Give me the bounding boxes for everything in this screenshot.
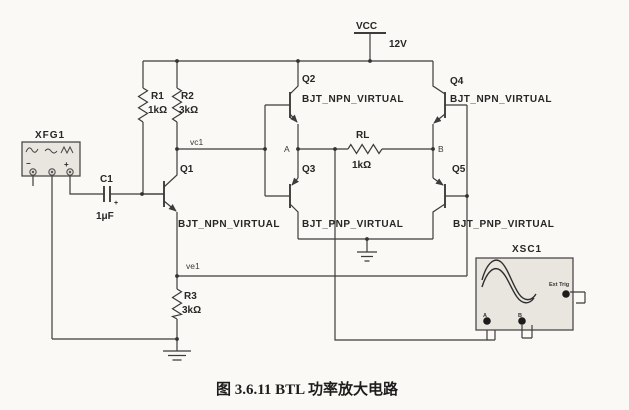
r3-zigzag-icon — [170, 288, 184, 320]
scope-trace-b — [481, 268, 535, 304]
net-label-ve1: ve1 — [186, 261, 200, 271]
q2-emitter-arrow-icon — [289, 113, 298, 123]
square-wave-icon — [44, 148, 58, 154]
net-label-vc1: vc1 — [190, 137, 204, 147]
q5-ref: Q5 — [452, 164, 466, 175]
xsc1-ext-trig-terminal — [562, 290, 570, 298]
junction-dot — [296, 59, 300, 63]
q2-collector — [289, 61, 299, 95]
r1-zigzag-icon — [137, 87, 149, 123]
figure-caption: 图 3.6.11 BTL 功率放大电路 — [216, 380, 399, 398]
r2-zigzag-icon — [171, 87, 183, 123]
q1-collector — [163, 149, 178, 188]
xsc1-ref: XSC1 — [512, 244, 542, 255]
q2-model: BJT_NPN_VIRTUAL — [302, 94, 404, 105]
xsc1-channel-a-terminal — [483, 317, 491, 325]
junction-dot — [465, 194, 469, 198]
xfg1-plus-mark: + — [64, 160, 69, 169]
transistor-q3: Q3 BJT_PNP_VIRTUAL — [265, 149, 403, 239]
resistor-r1: R1 1kΩ — [137, 61, 167, 194]
q4-collector — [432, 61, 446, 95]
q1-emitter-arrow-icon — [163, 200, 177, 212]
xsc1-channel-b-terminal — [518, 317, 526, 325]
q4-model: BJT_NPN_VIRTUAL — [450, 94, 552, 105]
junction-dot — [333, 147, 337, 151]
rl-value: 1kΩ — [352, 160, 371, 171]
net-label-a: A — [284, 144, 290, 154]
xsc1-channel-b-hook — [521, 325, 533, 339]
triangle-wave-icon — [60, 145, 74, 155]
r1-ref: R1 — [151, 91, 164, 102]
c1-polarity-mark: + — [114, 200, 118, 207]
c1-value: 1μF — [96, 211, 114, 222]
capacitor-c1: C1 1μF + — [96, 174, 118, 222]
junction-dot — [368, 59, 372, 63]
junction-dot — [431, 147, 435, 151]
junction-dot — [175, 337, 179, 341]
q1-model: BJT_NPN_VIRTUAL — [178, 219, 280, 230]
xsc1-ext-trig-hook — [570, 291, 586, 304]
xfg1-plus-wire — [69, 176, 104, 195]
q5-emitter-arrow-icon — [432, 177, 444, 186]
oscilloscope-xsc1: XSC1 Ext Trig A B — [475, 244, 586, 339]
q5-model: BJT_PNP_VIRTUAL — [453, 219, 554, 230]
resistor-rl: RL 1kΩ — [347, 130, 383, 171]
vcc-supply: VCC 12V — [354, 21, 407, 61]
q4-emitter-arrow-icon — [433, 113, 446, 124]
junction-dot — [365, 237, 369, 241]
transistor-q4: Q4 BJT_NPN_VIRTUAL — [432, 61, 552, 149]
scope-channel-a-wire — [334, 149, 488, 341]
rl-zigzag-icon — [347, 143, 383, 155]
xfg1-minus-mark: − — [26, 159, 31, 168]
net-label-b: B — [438, 144, 444, 154]
function-generator-xfg1: XFG1 − + — [21, 130, 81, 177]
scope-trace-a — [481, 259, 537, 301]
ground-icon-r3 — [163, 339, 191, 361]
rl-ref: RL — [356, 130, 369, 141]
q3-model: BJT_PNP_VIRTUAL — [302, 219, 403, 230]
xsc1-channel-a-label: A — [483, 313, 487, 319]
q3-emitter-arrow-icon — [291, 177, 299, 186]
q2-ref: Q2 — [302, 74, 316, 85]
junction-dot — [175, 59, 179, 63]
transistor-q5: Q5 BJT_PNP_VIRTUAL — [432, 149, 554, 239]
resistor-r3: R3 3kΩ — [170, 276, 201, 339]
r2-value: 3kΩ — [179, 105, 198, 116]
junction-dot — [263, 147, 267, 151]
xsc1-channel-b-label: B — [518, 313, 522, 319]
q3-ref: Q3 — [302, 164, 316, 175]
junction-dot — [175, 274, 179, 278]
r2-ref: R2 — [181, 91, 194, 102]
xsc1-ext-trig-label: Ext Trig — [549, 282, 569, 288]
junction-dots — [140, 59, 469, 341]
xfg1-ref: XFG1 — [35, 130, 65, 141]
transistor-q2: Q2 BJT_NPN_VIRTUAL — [265, 61, 404, 149]
resistor-r2: R2 3kΩ — [171, 61, 198, 149]
r3-ref: R3 — [184, 291, 197, 302]
vcc-value: 12V — [389, 39, 407, 50]
r1-value: 1kΩ — [148, 105, 167, 116]
junction-dot — [296, 147, 300, 151]
transistor-q1: Q1 BJT_NPN_VIRTUAL — [142, 149, 280, 276]
q4-ref: Q4 — [450, 76, 464, 87]
q5-collector — [432, 203, 446, 239]
q1-ref: Q1 — [180, 164, 194, 175]
junction-dot — [175, 147, 179, 151]
ground-icon-center — [357, 239, 377, 262]
r3-value: 3kΩ — [182, 305, 201, 316]
q3-collector — [289, 203, 299, 239]
c1-ref: C1 — [100, 174, 113, 185]
c1-plates-icon — [103, 186, 111, 202]
wires — [32, 60, 496, 341]
junction-dot — [140, 192, 144, 196]
vcc-label: VCC — [356, 21, 377, 32]
sine-wave-icon — [25, 147, 39, 153]
